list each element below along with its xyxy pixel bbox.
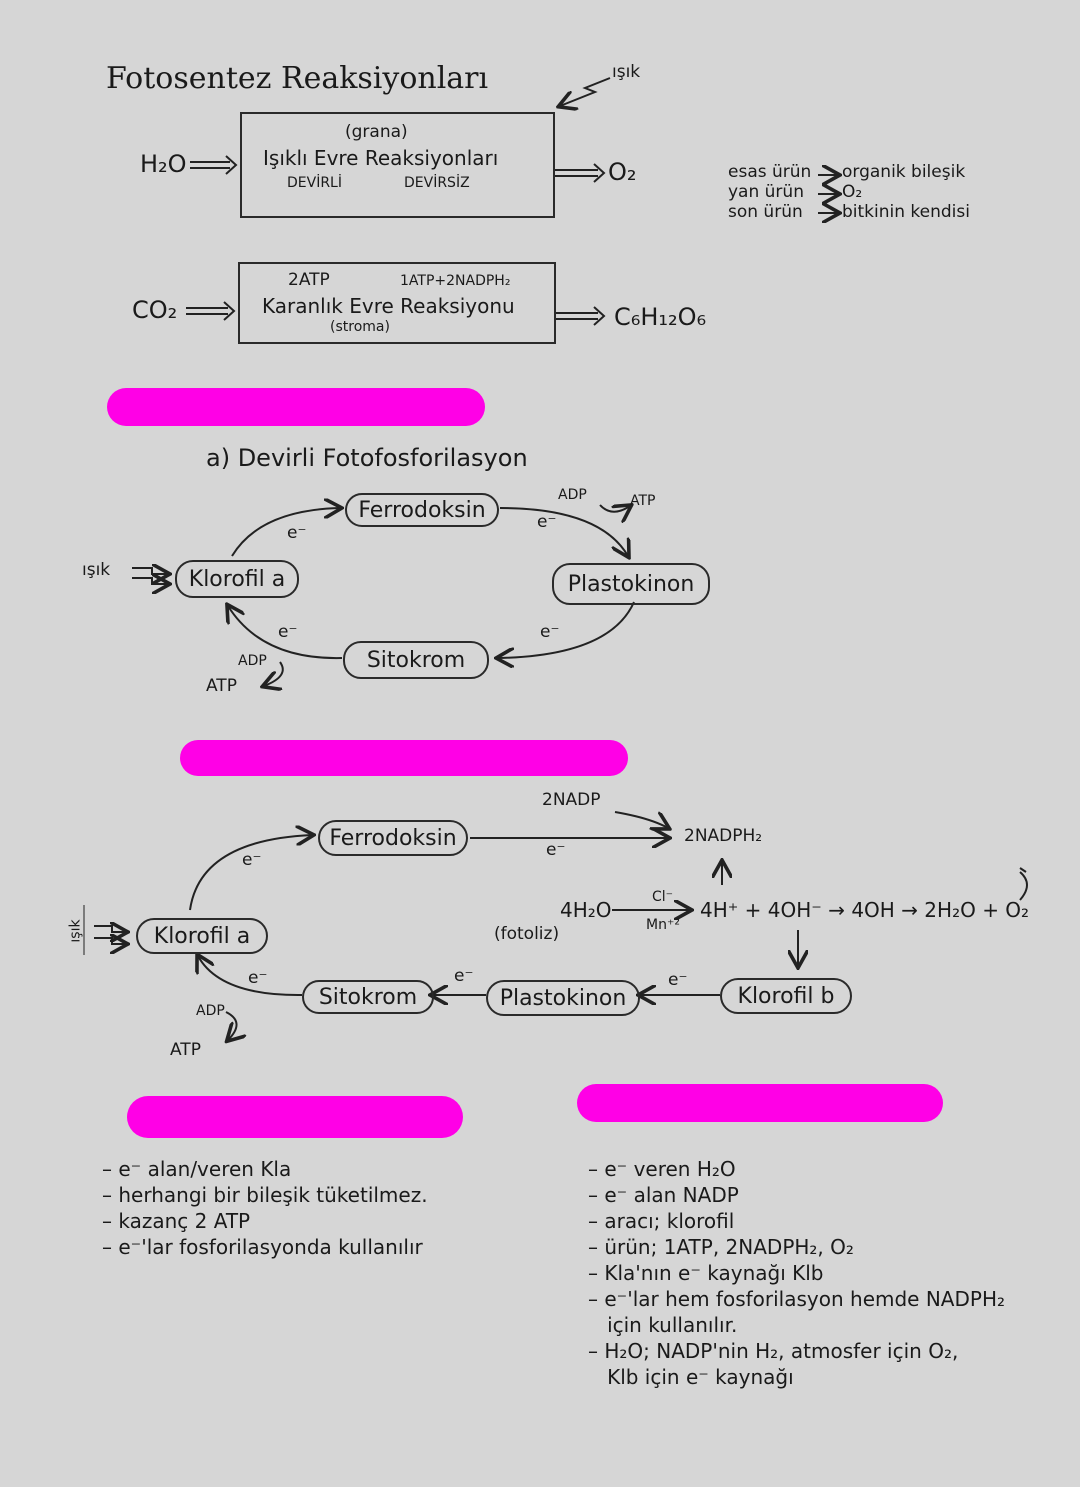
product-value-side: O₂ bbox=[842, 182, 863, 202]
photolysis-catalyst-mn: Mn⁺² bbox=[646, 917, 680, 933]
product-value-final: bitkinin kendisi bbox=[842, 202, 970, 222]
redaction-bar bbox=[577, 1084, 943, 1122]
dark-input: CO₂ bbox=[132, 296, 178, 324]
product-label-final: son ürün bbox=[728, 202, 803, 222]
cyclic-light-label: ışık bbox=[82, 560, 111, 580]
product-label-side: yan ürün bbox=[728, 182, 804, 202]
note-item: – aracı; klorofil bbox=[588, 1209, 735, 1233]
dark-reaction-box bbox=[238, 262, 556, 344]
cyclic-node-sitokrom: Sitokrom bbox=[343, 641, 489, 679]
redaction-bar bbox=[180, 740, 628, 776]
noncyclic-node-sitokrom: Sitokrom bbox=[302, 980, 434, 1014]
nadph-label: 2NADPH₂ bbox=[684, 826, 763, 846]
noncyclic-node-klorofil-b: Klorofil b bbox=[720, 978, 852, 1014]
dark-box-atp: 2ATP bbox=[288, 270, 330, 290]
redaction-bar bbox=[107, 388, 485, 426]
nadp-label: 2NADP bbox=[542, 790, 601, 810]
dark-box-name: Karanlık Evre Reaksiyonu bbox=[262, 294, 515, 318]
cyclic-node-ferredoksin: Ferrodoksin bbox=[345, 493, 499, 527]
noncyclic-adp: ADP bbox=[196, 1003, 225, 1019]
redaction-bar bbox=[127, 1096, 463, 1138]
note-item: için kullanılır. bbox=[588, 1313, 738, 1337]
cyclic-adp-top: ADP bbox=[558, 487, 587, 503]
note-item: – kazanç 2 ATP bbox=[102, 1209, 251, 1233]
product-value-main: organik bileşik bbox=[842, 162, 966, 182]
cyclic-atp-bottom: ATP bbox=[206, 676, 237, 696]
noncyclic-atp: ATP bbox=[170, 1040, 201, 1060]
light-label: ışık bbox=[612, 62, 641, 82]
electron-label: e⁻ bbox=[248, 968, 268, 988]
cyclic-atp-top: ATP bbox=[630, 493, 656, 509]
note-item: – herhangi bir bileşik tüketilmez. bbox=[102, 1183, 428, 1207]
photolysis-reactant: 4H₂O bbox=[560, 898, 612, 922]
noncyclic-node-plastokinon: Plastokinon bbox=[486, 980, 640, 1016]
note-item: – Kla'nın e⁻ kaynağı Klb bbox=[588, 1261, 824, 1285]
light-box-location: (grana) bbox=[345, 122, 408, 142]
electron-label: e⁻ bbox=[454, 966, 474, 986]
photolysis-products: 4H⁺ + 4OH⁻ → 4OH → 2H₂O + O₂ bbox=[700, 898, 1030, 922]
photolysis-label: (fotoliz) bbox=[494, 924, 560, 944]
note-item: – H₂O; NADP'nin H₂, atmosfer için O₂, bbox=[588, 1339, 959, 1363]
product-label-main: esas ürün bbox=[728, 162, 812, 182]
cyclic-adp-bottom: ADP bbox=[238, 653, 267, 669]
dark-box-location: (stroma) bbox=[330, 319, 390, 335]
light-input: H₂O bbox=[140, 150, 187, 178]
electron-label: e⁻ bbox=[242, 850, 262, 870]
light-reaction-box bbox=[240, 112, 555, 218]
page-title: Fotosentez Reaksiyonları bbox=[106, 61, 489, 96]
note-item: – e⁻ alan NADP bbox=[588, 1183, 739, 1207]
dark-output: C₆H₁₂O₆ bbox=[614, 303, 707, 331]
noncyclic-node-klorofil-a: Klorofil a bbox=[136, 918, 268, 954]
note-item: – e⁻ veren H₂O bbox=[588, 1157, 736, 1181]
note-item: – e⁻ alan/veren Kla bbox=[102, 1157, 292, 1181]
dark-box-atp-nadph: 1ATP+2NADPH₂ bbox=[400, 273, 511, 289]
light-box-type-cyclic: DEVİRLİ bbox=[287, 175, 342, 191]
noncyclic-notes-list: – e⁻ veren H₂O – e⁻ alan NADP – aracı; k… bbox=[588, 1156, 1005, 1390]
electron-label: e⁻ bbox=[278, 622, 298, 642]
electron-label: e⁻ bbox=[546, 840, 566, 860]
cyclic-notes-list: – e⁻ alan/veren Kla – herhangi bir bileş… bbox=[102, 1156, 428, 1260]
light-output: O₂ bbox=[608, 158, 637, 186]
note-item: – e⁻'lar hem fosforilasyon hemde NADPH₂ bbox=[588, 1287, 1006, 1311]
noncyclic-light-label: ışık bbox=[67, 919, 84, 943]
cyclic-node-plastokinon: Plastokinon bbox=[552, 563, 710, 605]
noncyclic-node-ferredoksin: Ferrodoksin bbox=[318, 820, 468, 856]
electron-label: e⁻ bbox=[287, 523, 307, 543]
cyclic-heading: a) Devirli Fotofosforilasyon bbox=[206, 444, 528, 472]
electron-label: e⁻ bbox=[537, 512, 557, 532]
electron-label: e⁻ bbox=[668, 970, 688, 990]
light-box-type-noncyclic: DEVİRSİZ bbox=[404, 175, 470, 191]
cyclic-node-klorofil-a: Klorofil a bbox=[175, 560, 299, 598]
note-item: – e⁻'lar fosforilasyonda kullanılır bbox=[102, 1235, 423, 1259]
light-box-name: Işıklı Evre Reaksiyonları bbox=[263, 146, 499, 170]
electron-label: e⁻ bbox=[540, 622, 560, 642]
note-item: – ürün; 1ATP, 2NADPH₂, O₂ bbox=[588, 1235, 854, 1259]
photolysis-catalyst-cl: Cl⁻ bbox=[652, 889, 674, 905]
note-item: Klb için e⁻ kaynağı bbox=[588, 1365, 794, 1389]
